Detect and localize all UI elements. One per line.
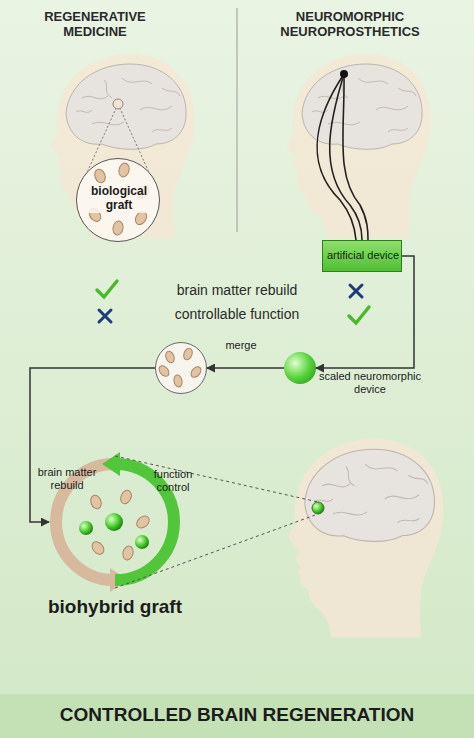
node-text: function control [144, 468, 202, 493]
device-sphere: scaled neuromorphic device [284, 352, 316, 384]
node-text: artificial device [323, 249, 403, 262]
flow-arrow [30, 368, 155, 522]
column-heading: REGENERATIVE MEDICINE [30, 10, 160, 40]
device-sphere [135, 535, 149, 549]
cell [90, 539, 107, 556]
cell [89, 494, 103, 511]
criterion-text: brain matter rebuild [137, 282, 337, 298]
cell [93, 168, 107, 185]
diagram-title: CONTROLLED BRAIN REGENERATION [0, 704, 474, 726]
implant-site [312, 502, 324, 514]
head-illustration [51, 54, 194, 238]
merge-circle: merge [155, 342, 207, 394]
head-illustration [289, 438, 444, 637]
criterion-text: controllable function [137, 306, 337, 322]
divider-line [237, 8, 238, 232]
leader-line [115, 514, 318, 588]
cell [189, 365, 203, 379]
graft-fill [76, 158, 160, 242]
cell [121, 545, 134, 561]
check-mark [97, 281, 117, 297]
cross-mark [350, 285, 362, 297]
cell [182, 347, 194, 361]
electrode-tip [340, 70, 348, 78]
column-heading: NEUROMORPHIC NEUROPROSTHETICS [265, 10, 435, 40]
node-label: merge [216, 339, 266, 352]
arrow-head [102, 452, 120, 476]
flow-arrow [316, 256, 414, 368]
cell [157, 364, 171, 378]
cell [119, 489, 134, 506]
electrode-wire [330, 74, 362, 240]
cell [112, 220, 124, 236]
node-label: scaled neuromorphic device [318, 370, 422, 395]
device-box: artificial device [322, 240, 402, 272]
device-sphere [105, 513, 123, 531]
node-text: biological graft [83, 185, 155, 213]
leader-line [115, 456, 318, 502]
cell [173, 374, 183, 387]
graft-circle: biological graft [76, 158, 160, 242]
merge-fill [155, 342, 207, 394]
biohybrid-graft: brain matter rebuild function control bioh… [20, 450, 210, 625]
title-band [0, 694, 474, 738]
node-label: biohybrid graft [20, 596, 210, 618]
head-illustration [287, 54, 430, 238]
cell [134, 514, 151, 531]
cell [164, 350, 176, 364]
cross-mark [99, 310, 111, 322]
check-mark [349, 307, 369, 323]
device-sphere [79, 521, 93, 535]
graft-site [113, 99, 123, 109]
electrode-wire [343, 74, 368, 240]
cell [117, 162, 130, 178]
flow-arrow [207, 367, 284, 369]
node-text: brain matter rebuild [36, 466, 98, 491]
